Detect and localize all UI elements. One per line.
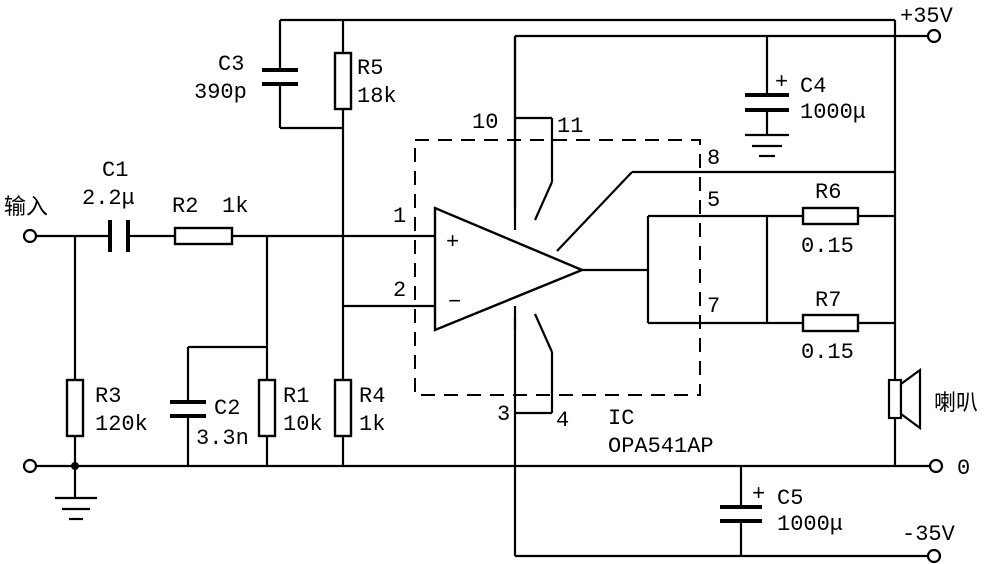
r1-name: R1 — [283, 384, 309, 409]
ic-outline — [414, 139, 701, 396]
pin-3-label: 3 — [497, 402, 510, 427]
pin-2-label: 2 — [393, 278, 406, 303]
speaker-label: 喇叭 — [934, 391, 978, 416]
c4-value: 1000μ — [800, 100, 866, 125]
r2-value: 1k — [222, 194, 248, 219]
r4-value: 1k — [359, 412, 385, 437]
wiring — [36, 18, 930, 558]
opamp-minus-sign: − — [448, 290, 461, 315]
r5-name: R5 — [357, 56, 383, 81]
pin-11-label: 11 — [557, 114, 583, 139]
opamp-plus-sign: + — [446, 230, 459, 255]
junction-dots — [71, 462, 79, 470]
input-label: 输入 — [4, 195, 48, 220]
r6-value: 0.15 — [801, 234, 854, 259]
c2-value: 3.3n — [196, 426, 249, 451]
r7-value: 0.15 — [801, 340, 854, 365]
ground-terminal-left — [22, 458, 38, 474]
r4-name: R4 — [359, 384, 385, 409]
r3-value: 120k — [95, 412, 148, 437]
terminals — [22, 28, 944, 564]
ic-part-label: OPA541AP — [608, 434, 714, 459]
opamp-symbol — [433, 206, 586, 332]
ground-terminal-right — [928, 458, 944, 474]
c4-polarity: + — [775, 70, 788, 95]
r7-name: R7 — [815, 288, 841, 313]
vneg-terminal — [926, 548, 942, 564]
ground-label: 0 — [957, 456, 970, 481]
ic-label: IC — [608, 406, 634, 431]
c1-value: 2.2μ — [82, 186, 135, 211]
c4-name: C4 — [800, 74, 826, 99]
r4-body — [333, 378, 353, 438]
c5-name: C5 — [777, 486, 803, 511]
labels: 输入 +35V -35V 0 喇叭 IC OPA541AP C1 2.2μ R2… — [4, 4, 978, 547]
r3-name: R3 — [95, 384, 121, 409]
r3-body — [65, 378, 85, 438]
vneg-label: -35V — [902, 522, 956, 547]
r6-name: R6 — [815, 180, 841, 205]
r5-body — [333, 51, 353, 111]
r2-name: R2 — [172, 194, 198, 219]
vpos-terminal — [926, 28, 942, 44]
c2-name: C2 — [214, 396, 240, 421]
pin-5-label: 5 — [707, 188, 720, 213]
capacitor-plates — [108, 68, 789, 523]
r2-body — [173, 226, 234, 246]
r1-body — [257, 378, 277, 438]
input-terminal — [22, 228, 38, 244]
r5-value: 18k — [357, 84, 397, 109]
pin-8-label: 8 — [707, 146, 720, 171]
resistor-bodies — [65, 51, 860, 438]
r1-value: 10k — [283, 412, 323, 437]
pin-1-label: 1 — [393, 204, 406, 229]
pin-7-label: 7 — [707, 294, 720, 319]
vpos-label: +35V — [900, 4, 954, 29]
c5-polarity: + — [752, 482, 765, 507]
c1-name: C1 — [102, 158, 128, 183]
r7-body — [801, 313, 860, 333]
pin-4-label: 4 — [556, 408, 569, 433]
c3-name: C3 — [218, 52, 244, 77]
r6-body — [801, 206, 860, 226]
c5-value: 1000μ — [777, 512, 843, 537]
c3-value: 390p — [194, 80, 247, 105]
pin-10-label: 10 — [472, 110, 498, 135]
speaker-icon — [887, 367, 922, 431]
